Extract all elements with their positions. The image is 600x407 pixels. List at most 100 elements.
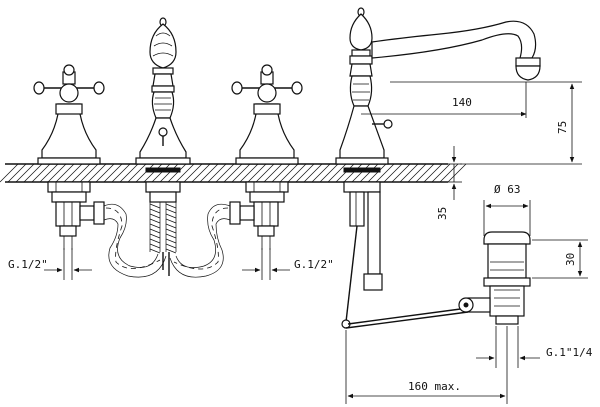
hatch-line: [231, 163, 251, 183]
deck-depth-dimension: [448, 146, 462, 200]
right-cross-handle-valve: [229, 64, 303, 250]
hatch-line: [95, 163, 115, 183]
hatch-line: [383, 163, 403, 183]
braid-strand: [165, 203, 177, 209]
braid-strand: [149, 238, 161, 244]
hatch-line: [111, 163, 131, 183]
center-braided-hoses: [149, 202, 177, 276]
hatch-line: [335, 163, 355, 183]
hatch-line: [247, 163, 267, 183]
left-flexible-hose: [103, 203, 167, 278]
hatch-line: [79, 163, 99, 183]
hatch-line: [215, 163, 235, 183]
hatch-line: [367, 163, 387, 183]
spout-height-label: 75: [556, 121, 569, 134]
hatch-line: [15, 163, 35, 183]
braid-strand: [165, 243, 177, 249]
hatch-line: [311, 163, 331, 183]
right-thread-dimension: [242, 248, 290, 280]
hatch-line: [175, 163, 195, 183]
hatch-line: [239, 163, 259, 183]
right-thread-label: G.1/2": [294, 258, 334, 271]
hatch-line: [191, 163, 211, 183]
hatch-line: [151, 163, 171, 183]
hatch-line: [183, 163, 203, 183]
hatch-line: [263, 163, 283, 183]
waste-thread-dimension: [476, 326, 540, 368]
braid-strand: [149, 243, 161, 249]
hatch-line: [391, 163, 411, 183]
braid-strand: [165, 238, 177, 244]
braid-strand: [165, 248, 177, 254]
hatch-line: [7, 163, 27, 183]
hatch-line: [295, 163, 315, 183]
braid-strand: [149, 203, 161, 209]
hatch-line: [415, 163, 435, 183]
hatch-line: [423, 163, 443, 183]
braid-strand: [165, 233, 177, 239]
center-spout-front-view: [135, 17, 191, 203]
hatch-line: [327, 163, 347, 183]
hatch-line: [119, 163, 139, 183]
hatch-line: [287, 163, 307, 183]
hatch-line: [71, 163, 91, 183]
countertop-section: [0, 163, 467, 183]
hatch-line: [399, 163, 419, 183]
left-thread-label: G.1/2": [8, 258, 48, 271]
pull-rod-reach-label: 160 max.: [408, 380, 461, 393]
hatch-line: [255, 163, 275, 183]
left-thread-dimension: [44, 248, 92, 280]
hatch-line: [31, 163, 51, 183]
braid-strand: [165, 213, 177, 219]
braid-strand: [149, 213, 161, 219]
hatch-line: [103, 163, 123, 183]
hatch-line: [271, 163, 291, 183]
braid-strand: [165, 228, 177, 234]
hatch-line: [167, 163, 187, 183]
hatch-line: [23, 163, 43, 183]
waste-height-label: 30: [564, 253, 577, 266]
waste-diameter-dimension: [483, 200, 531, 236]
hatch-line: [431, 163, 451, 183]
braid-strand: [165, 218, 177, 224]
hatch-line: [135, 163, 155, 183]
waste-diameter-label: Ø 63: [494, 183, 521, 196]
hatch-line: [159, 163, 179, 183]
deck-depth-label: 35: [436, 207, 449, 220]
hatch-line: [55, 163, 75, 183]
hatch-line: [319, 163, 339, 183]
left-cross-handle-valve: [33, 64, 105, 250]
hatch-line: [87, 163, 107, 183]
spout-height-dimension: [460, 81, 582, 165]
hatch-line: [47, 163, 67, 183]
braid-strand: [165, 208, 177, 214]
waste-height-dimension: [532, 239, 588, 279]
waste-thread-label: G.1"1/4: [546, 346, 593, 359]
hatch-line: [63, 163, 83, 183]
hatch-line: [303, 163, 323, 183]
hatch-line: [39, 163, 59, 183]
braid-strand: [149, 248, 161, 254]
braid-strand: [149, 228, 161, 234]
braid-strand: [149, 223, 161, 229]
hatch-line: [223, 163, 243, 183]
hatch-line: [0, 163, 19, 183]
hatch-line: [207, 163, 227, 183]
braid-strand: [149, 218, 161, 224]
braid-strand: [165, 223, 177, 229]
right-flexible-hose: [169, 203, 231, 278]
braid-strand: [149, 208, 161, 214]
hatch-line: [407, 163, 427, 183]
spout-reach-dimension: [361, 81, 540, 118]
braid-strand: [149, 233, 161, 239]
hatch-line: [343, 163, 363, 183]
hatch-line: [279, 163, 299, 183]
hatch-line: [359, 163, 379, 183]
hatch-line: [127, 163, 147, 183]
hatch-line: [351, 163, 371, 183]
hatch-line: [375, 163, 395, 183]
spout-reach-label: 140: [452, 96, 472, 109]
hatch-line: [447, 163, 467, 183]
hatch-line: [143, 163, 163, 183]
